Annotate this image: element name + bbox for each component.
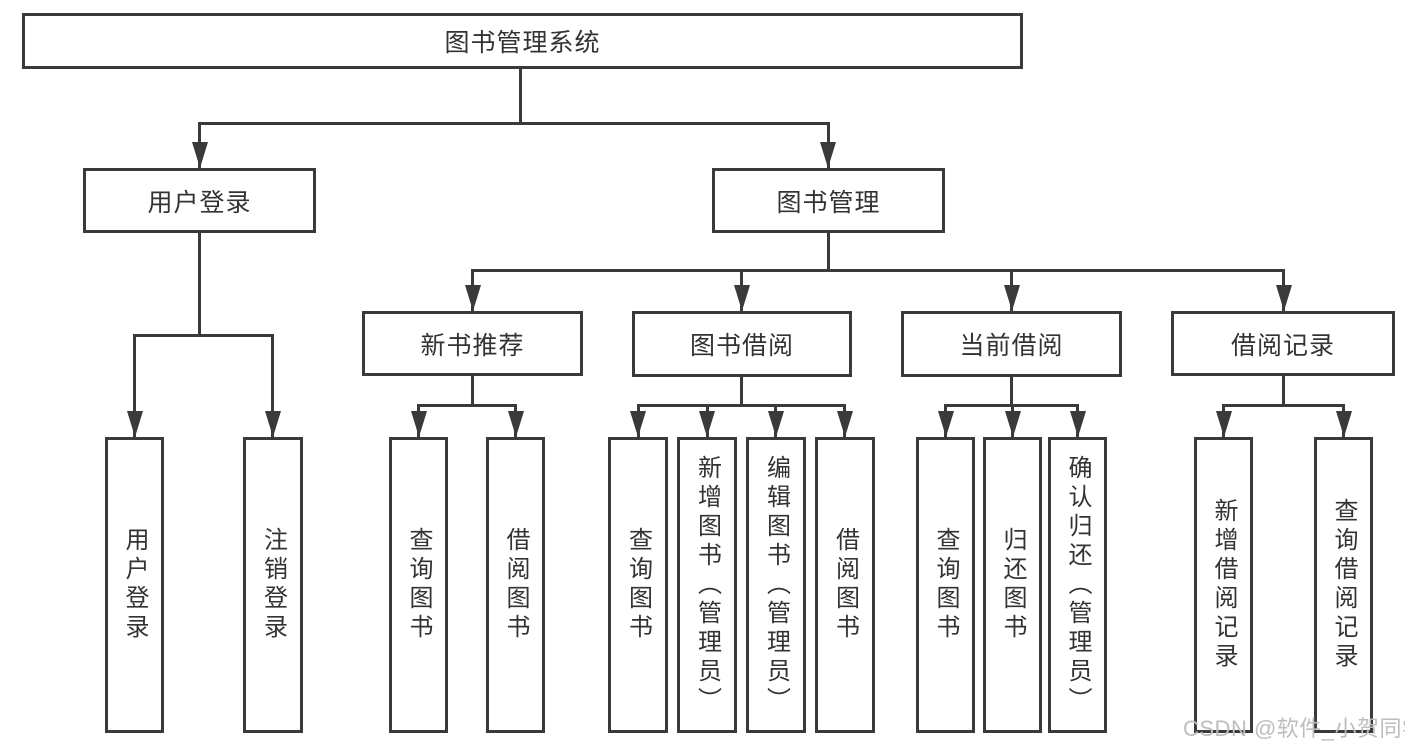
connector-new-book-vertical	[471, 376, 474, 407]
connector-book-borrow-vertical	[740, 377, 743, 407]
leaf-user-login: 用户登录	[105, 437, 164, 733]
leaf-bb-borrow-book-label: 借阅图书	[831, 527, 859, 643]
leaf-br-add-record-label: 新增借阅记录	[1210, 498, 1237, 672]
leaf-bb-edit-book: 编辑图书（管理员）	[746, 437, 806, 733]
leaf-bb-add-book-label: 新增图书（管理员）	[693, 454, 721, 716]
connector-to-leaf-logout	[271, 334, 274, 437]
arrowhead-leaf-logout-icon	[265, 411, 281, 437]
leaf-cb-query-book-label: 查询图书	[932, 527, 959, 643]
leaf-bb-query-book-label: 查询图书	[624, 527, 652, 643]
leaf-br-add-record: 新增借阅记录	[1194, 437, 1253, 733]
node-current-borrow: 当前借阅	[901, 311, 1122, 377]
connector-root-vertical	[519, 69, 522, 125]
arrowhead-cb-query-icon	[938, 411, 954, 437]
connector-root-horizontal	[198, 122, 829, 125]
node-borrow-record-label: 借阅记录	[1230, 331, 1335, 360]
leaf-cb-return-book: 归还图书	[983, 437, 1042, 733]
connector-to-leaf-login	[133, 334, 136, 437]
leaf-nb-query-book-label: 查询图书	[405, 527, 432, 643]
leaf-logout: 注销登录	[243, 437, 303, 733]
leaf-nb-borrow-book: 借阅图书	[486, 437, 545, 733]
leaf-bb-edit-book-label: 编辑图书（管理员）	[762, 454, 790, 716]
node-book-mgmt-label: 图书管理	[776, 188, 881, 217]
leaf-logout-label: 注销登录	[259, 527, 287, 643]
arrowhead-leaf-login-icon	[127, 411, 143, 437]
leaf-nb-borrow-book-label: 借阅图书	[502, 527, 529, 643]
arrowhead-cb-confirm-icon	[1070, 411, 1086, 437]
node-book-borrow-label: 图书借阅	[689, 332, 794, 360]
arrowhead-bb-add-icon	[699, 411, 715, 437]
leaf-cb-return-book-label: 归还图书	[999, 527, 1026, 643]
node-borrow-record: 借阅记录	[1171, 311, 1395, 376]
node-user-login-label: 用户登录	[147, 188, 252, 217]
connector-user-login-horizontal	[133, 334, 274, 337]
connector-book-borrow-horizontal	[637, 404, 846, 407]
node-book-borrow: 图书借阅	[632, 311, 852, 377]
arrowhead-borrow-record-icon	[1276, 285, 1292, 311]
connector-book-mgmt-vertical	[827, 233, 830, 272]
arrowhead-book-mgmt-icon	[820, 142, 836, 168]
connector-borrow-record-vertical	[1282, 376, 1285, 407]
arrowhead-nb-borrow-icon	[508, 411, 524, 437]
leaf-nb-query-book: 查询图书	[389, 437, 448, 733]
leaf-bb-query-book: 查询图书	[608, 437, 668, 733]
leaf-user-login-label: 用户登录	[121, 527, 148, 643]
node-book-mgmt: 图书管理	[712, 168, 945, 233]
arrowhead-bb-query-icon	[630, 411, 646, 437]
connector-book-mgmt-horizontal	[471, 269, 1285, 272]
connector-new-book-horizontal	[417, 404, 517, 407]
leaf-bb-borrow-book: 借阅图书	[815, 437, 875, 733]
node-root-label: 图书管理系统	[444, 29, 601, 57]
connector-current-borrow-vertical	[1010, 377, 1013, 407]
node-user-login: 用户登录	[83, 168, 316, 233]
arrowhead-bb-borrow-icon	[837, 411, 853, 437]
arrowhead-book-borrow-icon	[734, 285, 750, 311]
connector-borrow-record-horizontal	[1222, 404, 1345, 407]
arrowhead-cb-return-icon	[1005, 411, 1021, 437]
leaf-cb-confirm-return: 确认归还（管理员）	[1048, 437, 1107, 733]
leaf-cb-confirm-return-label: 确认归还（管理员）	[1064, 454, 1091, 716]
arrowhead-bb-edit-icon	[768, 411, 784, 437]
node-new-book-rec: 新书推荐	[362, 311, 583, 376]
connector-user-login-vertical	[198, 233, 201, 337]
node-current-borrow-label: 当前借阅	[959, 332, 1064, 360]
csdn-watermark: CSDN @软件_小贺同学	[1183, 716, 1405, 741]
arrowhead-new-book-icon	[465, 285, 481, 311]
node-root: 图书管理系统	[22, 13, 1023, 69]
leaf-bb-add-book: 新增图书（管理员）	[677, 437, 737, 733]
arrowhead-br-query-icon	[1336, 411, 1352, 437]
arrowhead-current-borrow-icon	[1004, 285, 1020, 311]
leaf-br-query-record: 查询借阅记录	[1314, 437, 1373, 733]
arrowhead-nb-query-icon	[411, 411, 427, 437]
node-new-book-rec-label: 新书推荐	[420, 331, 525, 360]
leaf-cb-query-book: 查询图书	[916, 437, 975, 733]
leaf-br-query-record-label: 查询借阅记录	[1330, 498, 1357, 672]
arrowhead-br-add-icon	[1216, 411, 1232, 437]
arrowhead-user-login-icon	[192, 142, 208, 168]
